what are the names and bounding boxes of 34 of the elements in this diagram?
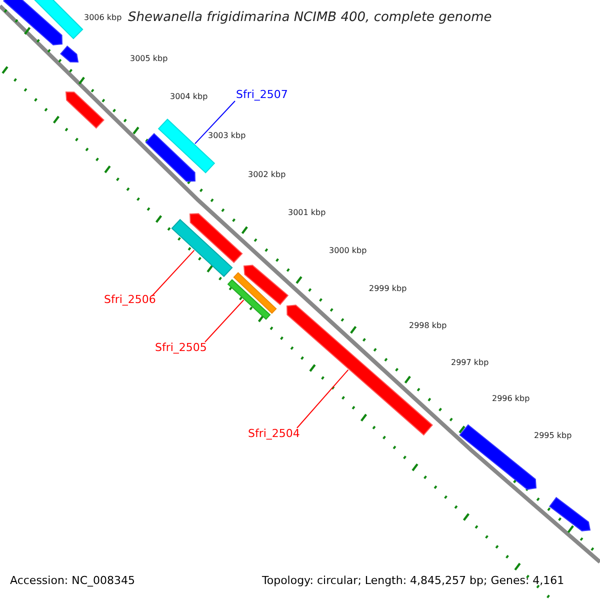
footer-text: Accession: NC_008345 (10, 575, 136, 586)
scale-label: 3001 kbp (288, 209, 326, 217)
gene-feature (233, 272, 277, 314)
scale-label: 3003 kbp (208, 132, 246, 140)
gene-feature (227, 279, 271, 320)
scale-label: 3004 kbp (170, 93, 208, 101)
gene-feature (243, 264, 289, 306)
footer-text: Topology: circular; Length: 4,845,257 bp; Genes: 4,161 (262, 575, 564, 586)
gene-label: Sfri_2507 (236, 89, 288, 100)
gene-label: Sfri_2506 (104, 294, 156, 305)
gene-label: Sfri_2505 (155, 342, 207, 353)
leader-line (296, 369, 349, 428)
scale-label: 2999 kbp (369, 285, 407, 293)
scale-label: 2997 kbp (451, 359, 489, 367)
gene-feature (60, 46, 79, 62)
scale-label: 3005 kbp (130, 55, 168, 63)
gene-label: Sfri_2504 (248, 428, 300, 439)
gene-feature (3, 0, 63, 46)
scale-label: 3006 kbp (84, 14, 122, 22)
gene-feature (549, 496, 591, 532)
scale-label: 2998 kbp (409, 322, 447, 330)
scale-label: 2995 kbp (534, 432, 572, 440)
gene-feature (145, 133, 196, 182)
scale-label: 3000 kbp (329, 247, 367, 255)
gene-feature (171, 218, 233, 278)
scale-label: 2996 kbp (492, 395, 530, 403)
gene-feature (32, 0, 84, 40)
title: Shewanella frigidimarina NCIMB 400, complete genome (128, 11, 492, 24)
leader-line (152, 250, 195, 296)
leader-line (194, 100, 236, 144)
gene-feature (65, 92, 104, 129)
scale-label: 3002 kbp (248, 171, 286, 179)
gene-feature (189, 213, 243, 264)
leader-line (204, 300, 244, 342)
